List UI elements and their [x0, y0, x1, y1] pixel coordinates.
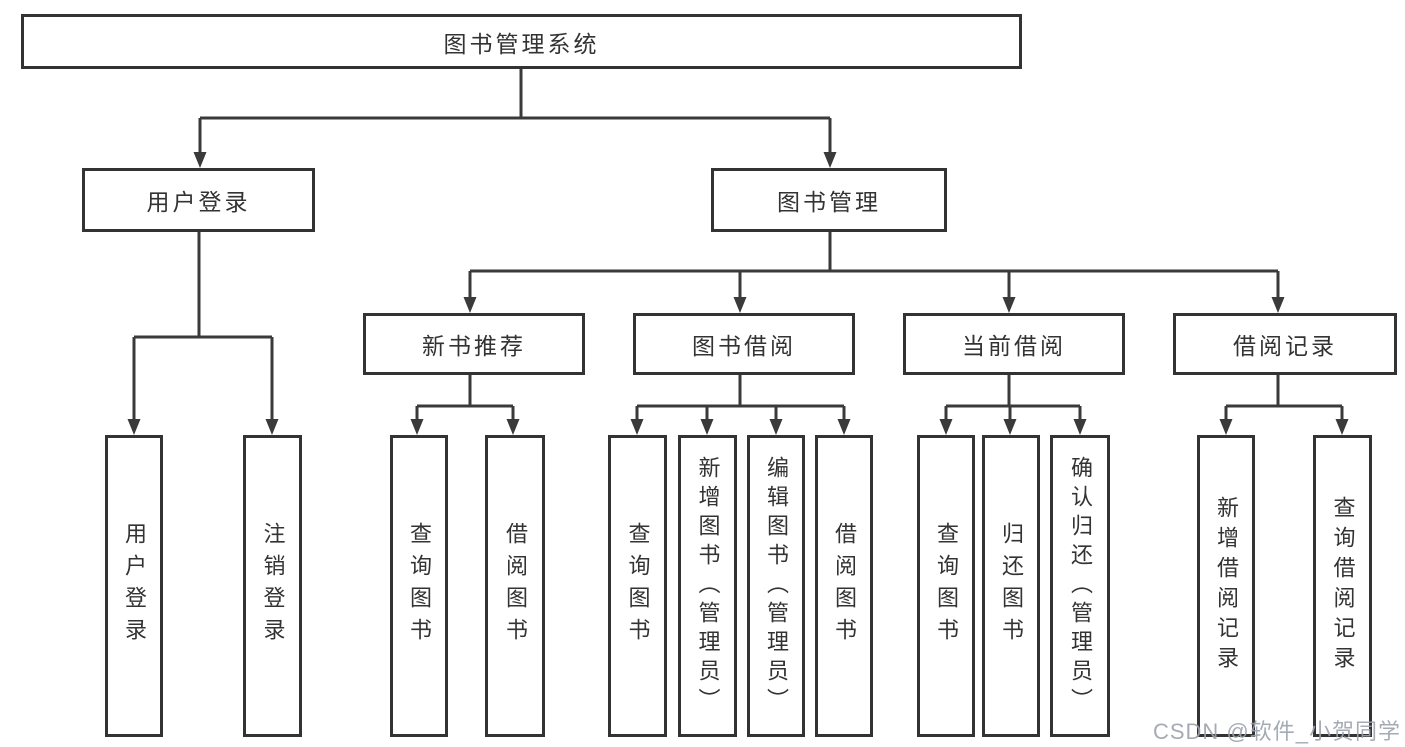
node-label: 用户登录: [122, 522, 147, 650]
node-label: 注销登录: [260, 522, 286, 650]
csdn-watermark: CSDN @软件_小贺同学: [1152, 719, 1401, 744]
node-label: 用户登录: [146, 189, 251, 215]
node-label: 新增借阅记录: [1214, 496, 1239, 676]
leaf-user-login: 用户登录: [105, 435, 163, 737]
leaf-add-book-admin: 新增图书（管理员）: [678, 435, 737, 737]
node-label: 归还图书: [999, 522, 1024, 650]
leaf-confirm-return-admin: 确认归还（管理员）: [1050, 435, 1110, 737]
node-book-management: 图书管理: [711, 168, 947, 232]
leaf-borrow-books-borrowing: 借阅图书: [815, 435, 873, 737]
leaf-query-books-current: 查询图书: [917, 435, 975, 737]
node-new-book-recommend: 新书推荐: [363, 313, 585, 375]
leaf-edit-book-admin: 编辑图书（管理员）: [747, 435, 805, 737]
node-borrowing-records: 借阅记录: [1173, 313, 1397, 375]
node-label: 借阅图书: [832, 522, 857, 650]
node-label: 查询图书: [407, 522, 432, 650]
node-root: 图书管理系统: [21, 14, 1022, 69]
leaf-add-borrow-record: 新增借阅记录: [1197, 435, 1255, 737]
node-label: 图书管理系统: [443, 30, 600, 57]
node-current-borrowing: 当前借阅: [903, 313, 1125, 375]
node-label: 当前借阅: [962, 333, 1066, 359]
node-label: 查询图书: [934, 522, 959, 650]
node-label: 借阅图书: [503, 522, 528, 650]
node-label: 查询借阅记录: [1330, 496, 1356, 676]
leaf-query-borrow-record: 查询借阅记录: [1313, 435, 1372, 737]
node-label: 借阅记录: [1233, 333, 1337, 359]
node-label: 新书推荐: [422, 333, 526, 359]
leaf-query-books-recommend: 查询图书: [390, 435, 448, 737]
leaf-logout: 注销登录: [243, 435, 302, 737]
node-label: 查询图书: [625, 522, 651, 650]
node-label: 图书管理: [777, 189, 881, 215]
leaf-query-books-borrowing: 查询图书: [608, 435, 667, 737]
leaf-borrow-books-recommend: 借阅图书: [485, 435, 545, 737]
node-label: 图书借阅: [692, 333, 796, 359]
node-label: 确认归还（管理员）: [1068, 455, 1093, 717]
node-label: 新增图书（管理员）: [695, 455, 721, 717]
node-label: 编辑图书（管理员）: [764, 455, 789, 717]
node-book-borrowing: 图书借阅: [633, 313, 855, 375]
leaf-return-book: 归还图书: [982, 435, 1040, 737]
node-user-login: 用户登录: [82, 168, 315, 232]
